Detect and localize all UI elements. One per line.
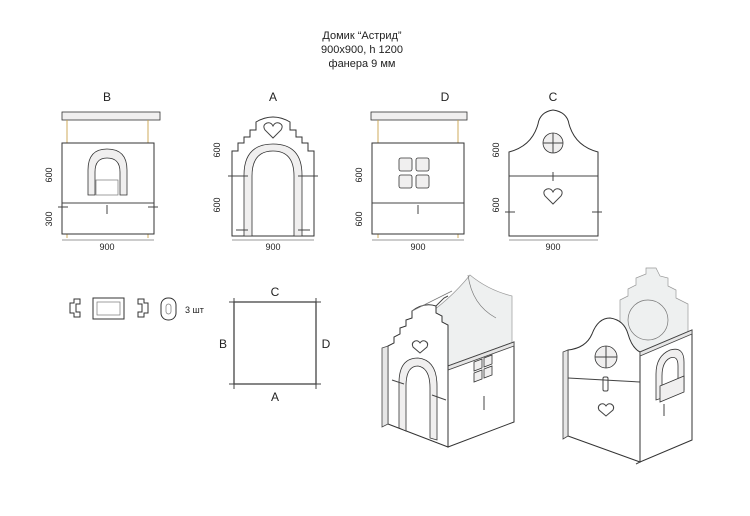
small-parts: 3 шт xyxy=(69,297,204,321)
panel-c: C 900 600 600 xyxy=(491,90,602,252)
panel-a-lower-height: 600 xyxy=(212,197,222,212)
floor-plan: C B D A xyxy=(219,285,331,404)
parts-quantity: 3 шт xyxy=(185,305,204,315)
seat-part xyxy=(92,297,125,320)
iso-front-window xyxy=(473,354,493,383)
panel-c-lower-height: 600 xyxy=(491,197,501,212)
title-line-2: 900x900, h 1200 xyxy=(321,44,403,56)
panel-d-window xyxy=(398,157,430,189)
heart-icon xyxy=(263,122,283,139)
panel-d-label: D xyxy=(441,90,450,104)
peg-part xyxy=(160,297,177,321)
panel-d-width: 900 xyxy=(410,242,425,252)
panel-b-label: B xyxy=(103,90,111,104)
heart-icon xyxy=(597,403,615,417)
panel-d-roof-beam xyxy=(370,111,468,121)
panel-b-roof-beam xyxy=(61,111,161,121)
panel-c-upper-height: 600 xyxy=(491,142,501,157)
panel-c-label: C xyxy=(549,90,558,104)
panel-c-width: 900 xyxy=(545,242,560,252)
plan-label-top: C xyxy=(271,285,280,299)
heart-icon xyxy=(411,340,429,354)
panel-a-door-arch xyxy=(243,143,303,237)
title-line-1: Домик “Астрид” xyxy=(322,30,401,42)
plan-label-bottom: A xyxy=(271,390,279,404)
panel-b: B 900 600 300 xyxy=(44,90,161,252)
panel-a: A 900 600 600 xyxy=(212,90,318,252)
panel-a-board xyxy=(231,116,315,237)
isometric-view-front xyxy=(381,274,515,448)
connector-part-left xyxy=(69,298,81,318)
panel-b-lower-height: 300 xyxy=(44,211,54,226)
iso-front-wall xyxy=(387,304,449,448)
iso-front-door-arch xyxy=(398,357,438,441)
panel-b-upper-height: 600 xyxy=(44,167,54,182)
panel-d-board xyxy=(371,142,465,235)
plan-square xyxy=(233,301,317,385)
iso-back-wall xyxy=(567,317,641,463)
panel-a-label: A xyxy=(269,90,277,104)
title-line-3: фанера 9 мм xyxy=(329,58,396,70)
heart-icon xyxy=(543,188,563,205)
panel-d-lower-height: 600 xyxy=(354,211,364,226)
panel-d-upper-height: 600 xyxy=(354,167,364,182)
plan-label-left: B xyxy=(219,337,227,351)
plan-label-right: D xyxy=(322,337,331,351)
panel-d: D 900 600 600 xyxy=(354,90,468,252)
panel-b-seat-arch xyxy=(87,148,128,196)
isometric-view-back xyxy=(562,267,693,465)
connector-part-right xyxy=(137,298,149,318)
panel-a-upper-height: 600 xyxy=(212,142,222,157)
panel-b-width: 900 xyxy=(99,242,114,252)
panel-a-width: 900 xyxy=(265,242,280,252)
